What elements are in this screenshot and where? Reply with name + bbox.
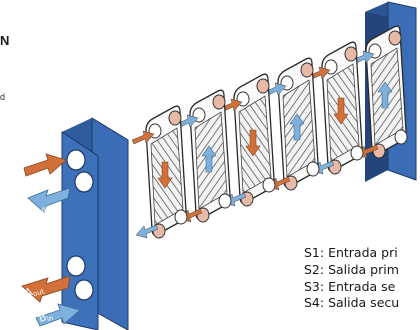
plate-port xyxy=(213,95,225,109)
port-legend: S1: Entrada pri S2: Salida prim S3: Entr… xyxy=(304,245,399,312)
plate-port xyxy=(169,111,181,125)
plate-port xyxy=(301,63,313,77)
plate-port xyxy=(175,210,187,224)
plate-port xyxy=(263,178,275,192)
plate-port xyxy=(345,47,357,61)
port-hole xyxy=(67,256,85,276)
front-frame-plate xyxy=(62,118,128,330)
label-b-in: Bin xyxy=(37,308,55,326)
plate-port xyxy=(351,146,363,160)
port-hole xyxy=(75,280,93,300)
plate-port xyxy=(307,162,319,176)
plate-port xyxy=(389,31,401,45)
port-hole xyxy=(75,172,93,192)
plate-port xyxy=(257,79,269,93)
legend-item-s1: S1: Entrada pri xyxy=(304,245,399,262)
legend-item-s2: S2: Salida prim xyxy=(304,262,399,279)
legend-item-s3: S3: Entrada se xyxy=(304,279,399,296)
plate-port xyxy=(219,194,231,208)
plate-port xyxy=(395,130,407,144)
heat-transfer-plate xyxy=(132,106,187,238)
legend-item-s4: S4: Salida secu xyxy=(304,295,399,312)
port-hole xyxy=(67,150,85,170)
